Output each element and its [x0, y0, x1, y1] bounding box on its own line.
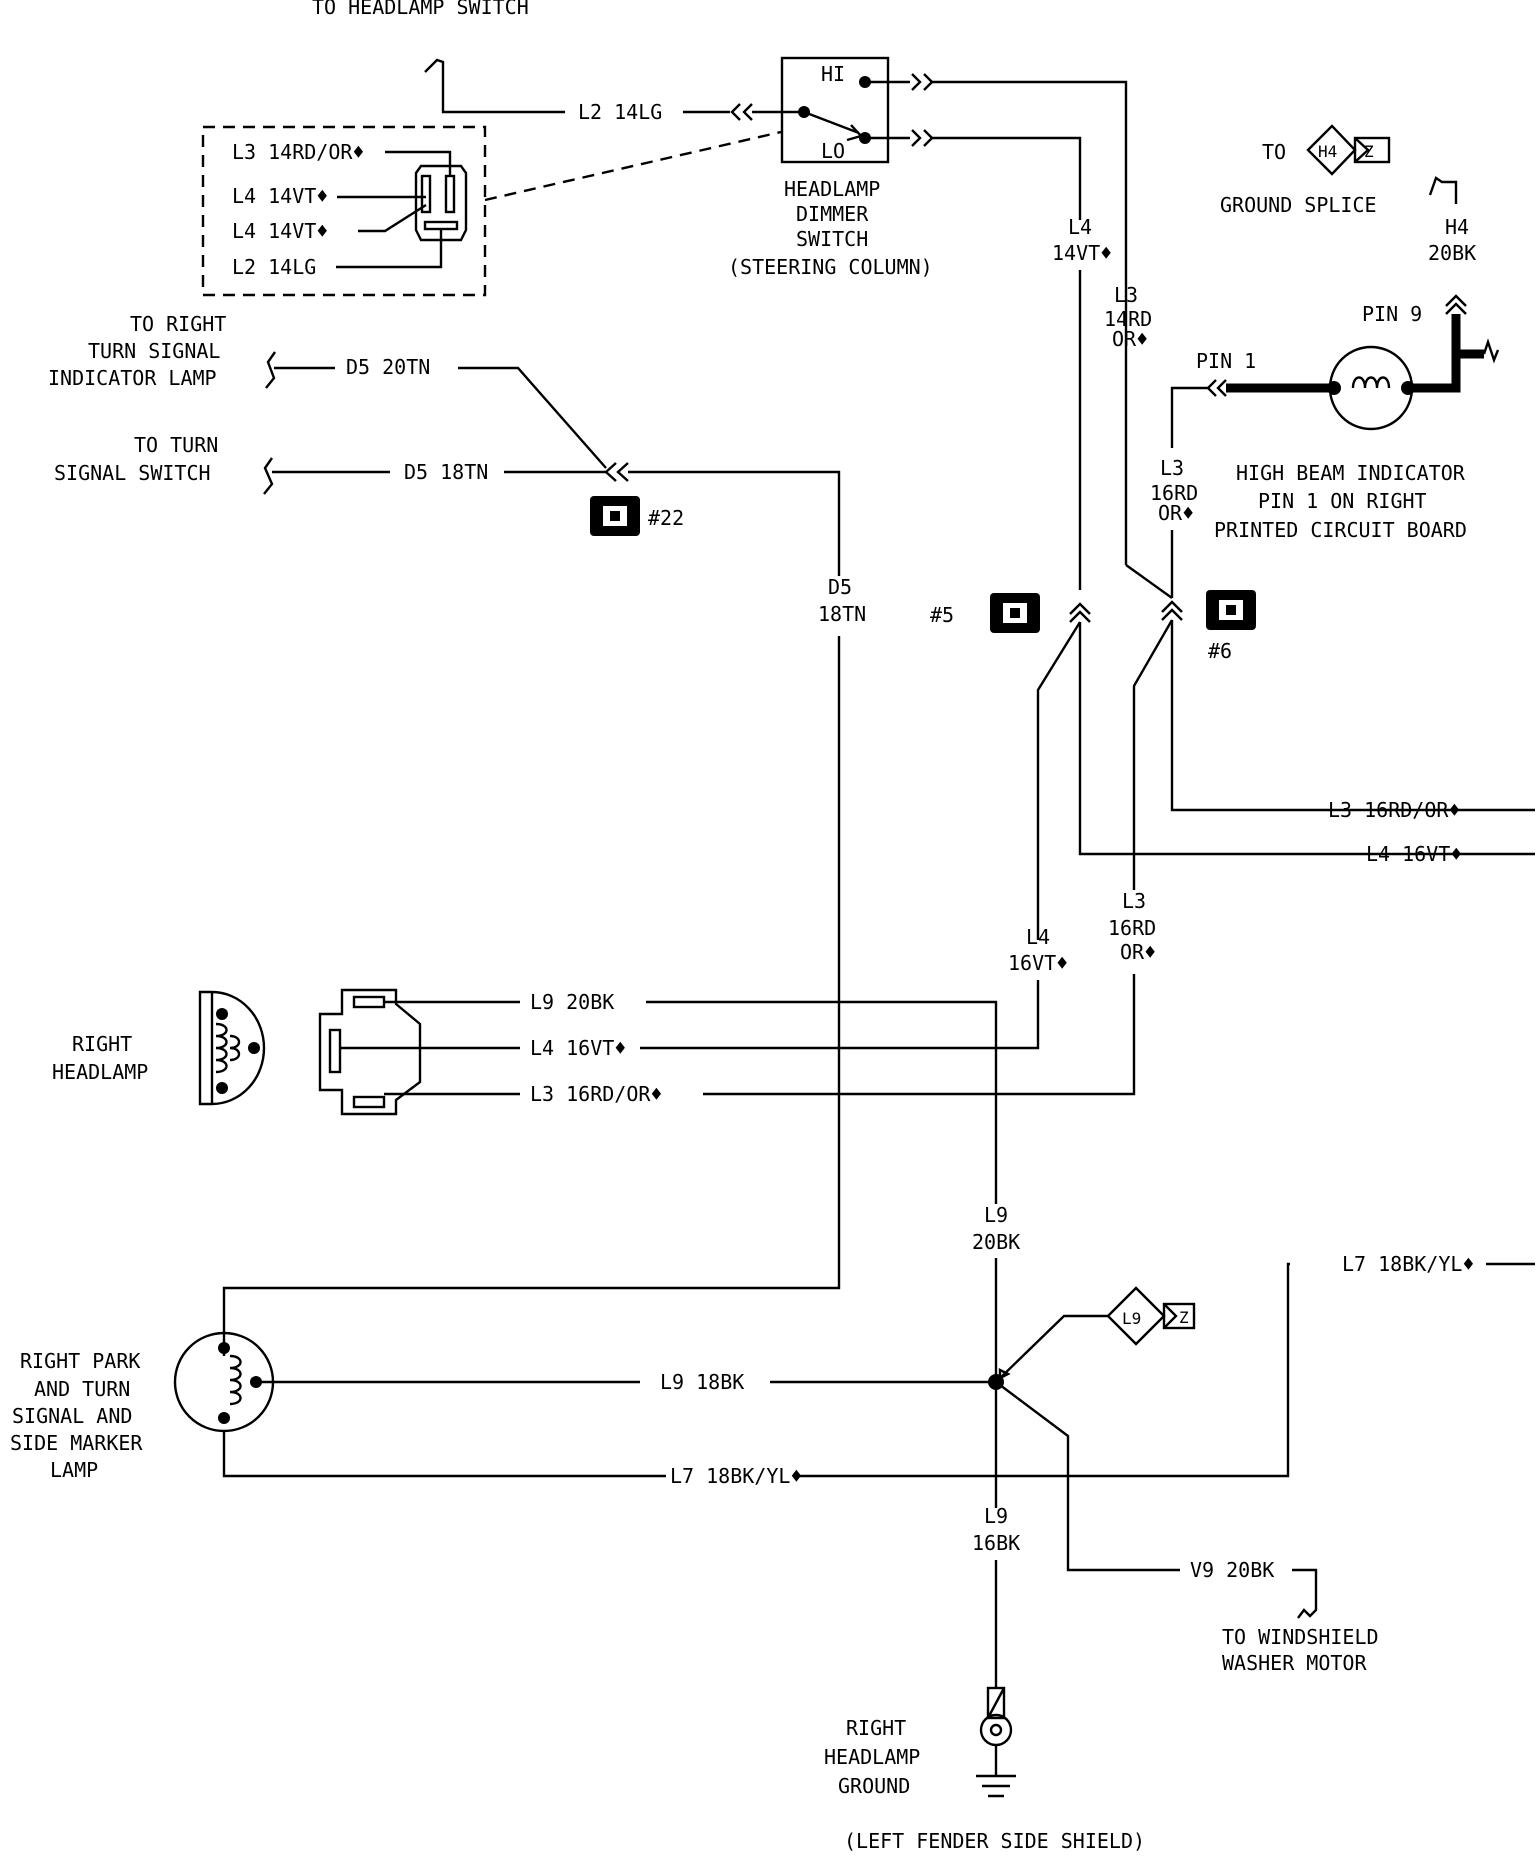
- label-l3-16rd-mid-a: L3: [1122, 889, 1146, 913]
- label-tss-1: TO TURN: [134, 433, 218, 457]
- label-20bk: 20BK: [1428, 241, 1476, 265]
- connector-6-icon: [1206, 590, 1256, 630]
- label-l3-14rd-b: 14RD: [1104, 307, 1152, 331]
- dimmer-label-2: DIMMER: [796, 202, 869, 226]
- splice-tag-h4: H4: [1318, 142, 1337, 161]
- dimmer-connector-view: L3 14RD/OR♦ L4 14VT♦ L4 14VT♦ L2 14LG: [201, 125, 782, 297]
- label-wm-1: TO WINDSHIELD: [1222, 1625, 1379, 1649]
- wire-label-l4-16vt: L4 16VT♦: [530, 1036, 626, 1060]
- wire-label-l7-18bk: L7 18BK/YL♦: [670, 1464, 802, 1488]
- label-rp-4: SIDE MARKER: [10, 1431, 143, 1455]
- dimmer-label-1: HEADLAMP: [784, 177, 880, 201]
- label-l3-16rd-mid-c: OR♦: [1120, 940, 1156, 964]
- label-l3-16rd-top-b: 16RD: [1150, 481, 1198, 505]
- headlamp-switch-feed: TO HEADLAMP SWITCH L2 14LG: [312, 0, 804, 124]
- label-gnd-4: (LEFT FENDER SIDE SHIELD): [844, 1829, 1145, 1853]
- label-l3-16rd-top-c: OR♦: [1158, 501, 1194, 525]
- dimmer-label-4: (STEERING COLUMN): [728, 255, 933, 279]
- label-hb-2: PIN 1 ON RIGHT: [1258, 489, 1427, 513]
- right-park-turn-lamp: RIGHT PARK AND TURN SIGNAL AND SIDE MARK…: [10, 1331, 996, 1488]
- label-rts-2: TURN SIGNAL: [88, 339, 220, 363]
- turn-signal-wires: TO RIGHT TURN SIGNAL INDICATOR LAMP D5 2…: [48, 312, 866, 1356]
- wire-label-d5-18tn: D5 18TN: [404, 460, 488, 484]
- connector-5-label: #5: [930, 603, 954, 627]
- label-hb-1: HIGH BEAM INDICATOR: [1236, 461, 1466, 485]
- wire-label-d5-20tn: D5 20TN: [346, 355, 430, 379]
- headlamp-connector: L9 20BK L4 16VT♦ L3 16RD/OR♦: [318, 988, 998, 1204]
- ground-splice-bottom: L9 20BK L9 Z V9 20BK TO WINDSHIELD WASHE…: [800, 1203, 1535, 1675]
- wire-label-l3-16rd: L3 16RD/OR♦: [530, 1082, 662, 1106]
- connector-22-label: #22: [648, 506, 684, 530]
- label-d5-b: 18TN: [818, 602, 866, 626]
- label-l4-16vt-mid-a: L4: [1026, 925, 1050, 949]
- label-rh-2: HEADLAMP: [52, 1060, 148, 1084]
- label-l3-16rd-top-a: L3: [1160, 456, 1184, 480]
- label-rts-1: TO RIGHT: [130, 312, 226, 336]
- connector-6-label: #6: [1208, 639, 1232, 663]
- headlamp-ground: L9 16BK RIGHT HEADLAMP GROUND (LEFT FEND…: [824, 1504, 1145, 1853]
- label-wm-2: WASHER MOTOR: [1222, 1651, 1367, 1675]
- label-l4-16vt-mid-b: 16VT♦: [1008, 951, 1068, 975]
- headlamp-dimmer-switch: HI LO HEADLAMP DIMMER SWITCH (STEERING C…: [728, 56, 1128, 565]
- label-hb-3: PRINTED CIRCUIT BOARD: [1214, 518, 1467, 542]
- conn-pin-l4b: L4 14VT♦: [232, 219, 328, 243]
- label-rts-3: INDICATOR LAMP: [48, 366, 217, 390]
- label-gnd-2: HEADLAMP: [824, 1745, 920, 1769]
- label-l9-16bk-a: L9: [984, 1504, 1008, 1528]
- splice-tag-l9: L9: [1122, 1309, 1141, 1328]
- label-gnd-1: RIGHT: [846, 1716, 906, 1740]
- label-gnd-3: GROUND: [838, 1774, 910, 1798]
- label-l3-14rd-c: OR♦: [1112, 327, 1148, 351]
- label-l9-20bk-b: 20BK: [972, 1230, 1020, 1254]
- wire-label-v9: V9 20BK: [1190, 1558, 1274, 1582]
- splice-tag-z2: Z: [1179, 1308, 1189, 1327]
- label-ground-splice: GROUND SPLICE: [1220, 193, 1377, 217]
- label-l4-14vt-b: 14VT♦: [1052, 241, 1112, 265]
- dimmer-output-wires: L4 14VT♦ L3 14RD OR♦: [1052, 215, 1152, 590]
- label-rp-5: LAMP: [50, 1458, 98, 1482]
- wire-label-l3-right: L3 16RD/OR♦: [1328, 798, 1460, 822]
- wire-label-l7-right: L7 18BK/YL♦: [1342, 1252, 1474, 1276]
- label-tss-2: SIGNAL SWITCH: [54, 461, 211, 485]
- label-l3-14rd-a: L3: [1114, 283, 1138, 307]
- conn-pin-l2: L2 14LG: [232, 255, 316, 279]
- connector-5-area: #5: [930, 593, 1535, 940]
- label-rp-3: SIGNAL AND: [12, 1404, 132, 1428]
- label-to: TO: [1262, 140, 1286, 164]
- switch-hi-label: HI: [821, 62, 845, 86]
- label-d5-a: D5: [828, 575, 852, 599]
- conn-pin-l3: L3 14RD/OR♦: [232, 140, 364, 164]
- label-rp-1: RIGHT PARK: [20, 1349, 140, 1373]
- connector-22-icon: [590, 496, 640, 536]
- label-pin9: PIN 9: [1362, 302, 1422, 326]
- switch-lo-label: LO: [821, 139, 845, 163]
- label-l9-20bk-a: L9: [984, 1203, 1008, 1227]
- label-to-headlamp-switch: TO HEADLAMP SWITCH: [312, 0, 529, 19]
- label-pin1: PIN 1: [1196, 349, 1256, 373]
- right-headlamp: RIGHT HEADLAMP: [52, 990, 266, 1106]
- wire-label-l2-14lg: L2 14LG: [578, 100, 662, 124]
- right-side-wires: L3 16RD/OR♦ L4 16VT♦ L3 16RD OR♦ L4 16VT…: [640, 798, 1462, 1096]
- connector-5-icon: [990, 593, 1040, 633]
- wire-label-l9-18bk: L9 18BK: [660, 1370, 744, 1394]
- connector-6-area: #6: [1125, 564, 1535, 890]
- label-l9-16bk-b: 16BK: [972, 1531, 1020, 1555]
- label-l4-14vt-a: L4: [1068, 215, 1092, 239]
- wire-label-l4-right: L4 16VT♦: [1366, 842, 1462, 866]
- wire-label-l9-20bk: L9 20BK: [530, 990, 614, 1014]
- splice-tag-z: Z: [1364, 142, 1374, 161]
- label-rp-2: AND TURN: [34, 1377, 130, 1401]
- dimmer-label-3: SWITCH: [796, 227, 868, 251]
- label-l3-16rd-mid-b: 16RD: [1108, 916, 1156, 940]
- label-h4: H4: [1445, 215, 1469, 239]
- ground-splice-area: TO H4 Z GROUND SPLICE H4 20BK PIN 9 PIN …: [1150, 124, 1500, 598]
- conn-pin-l4a: L4 14VT♦: [232, 184, 328, 208]
- label-rh-1: RIGHT: [72, 1032, 132, 1056]
